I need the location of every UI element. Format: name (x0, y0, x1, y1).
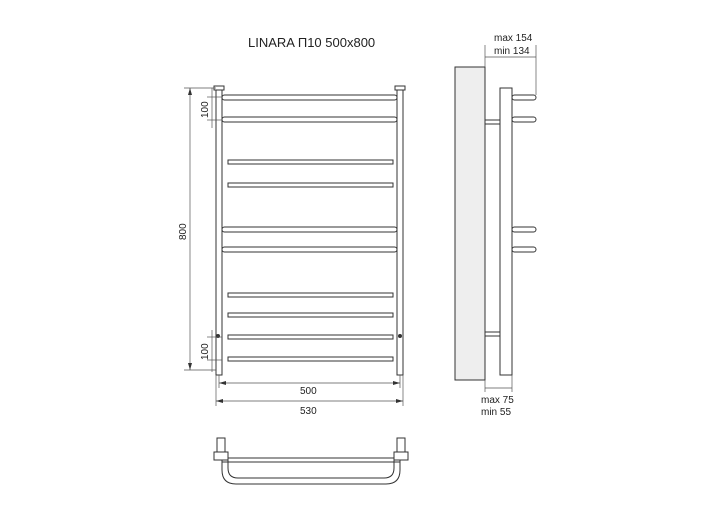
side-upright (499, 87, 513, 376)
inner-width-label: 500 (300, 386, 317, 397)
rung-5 (221, 226, 398, 233)
bottom-spacing-label: 100 (200, 343, 211, 360)
top-frame-outer (221, 452, 401, 485)
outer-width-label: 530 (300, 406, 317, 417)
rung-9 (227, 334, 394, 340)
right-upright (396, 87, 404, 376)
rungs (221, 94, 398, 362)
height-label: 800 (178, 223, 189, 240)
top-spacing-label: 100 (200, 101, 211, 118)
rung-6 (221, 246, 398, 253)
right-fitting (398, 334, 402, 338)
rung-7 (227, 292, 394, 298)
top-view (213, 437, 409, 485)
stub-1 (511, 94, 537, 101)
left-valve-body (213, 451, 229, 461)
mount-top (484, 119, 502, 125)
stub-2 (511, 116, 537, 123)
rung-4 (227, 182, 394, 188)
front-view: 800 100 100 500 530 (178, 85, 406, 417)
stub-3 (511, 226, 537, 233)
right-valve-body (393, 451, 409, 461)
stub-4 (511, 246, 537, 253)
right-cap (394, 85, 406, 91)
rung-1 (221, 94, 398, 101)
left-upright (215, 87, 223, 376)
drawing-title: LINARA П10 500х800 (248, 35, 375, 50)
rung-10 (227, 356, 394, 362)
depth-min-label: min 134 (494, 46, 530, 57)
wall (454, 66, 486, 381)
side-view: max 154 min 134 max 75 min 55 (454, 33, 537, 418)
rung-2 (221, 116, 398, 123)
wall-max-label: max 75 (481, 395, 514, 406)
rung-8 (227, 312, 394, 318)
wall-min-label: min 55 (481, 407, 511, 418)
depth-max-label: max 154 (494, 33, 533, 44)
left-fitting (216, 334, 220, 338)
mount-bottom (484, 331, 502, 337)
top-frame-inner (227, 458, 395, 479)
rung-3 (227, 159, 394, 165)
